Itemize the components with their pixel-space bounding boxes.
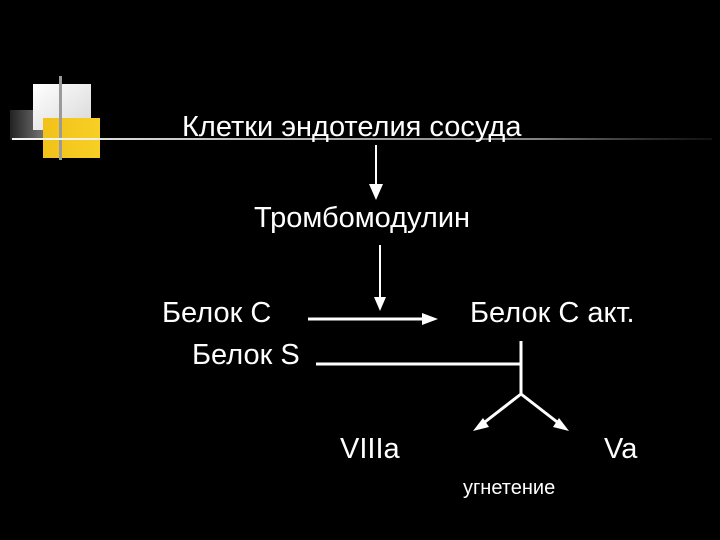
arrow-down-1 [369, 145, 383, 200]
endothelium-label: Клетки эндотелия сосуда [182, 111, 522, 143]
factor-va-label: Va [604, 433, 638, 465]
protein-s-label: Белок S [192, 339, 300, 371]
arrow-protein-c-activation [308, 313, 438, 325]
protein-c-label: Белок C [162, 297, 272, 329]
factor-viiia-label: VIIIa [340, 433, 400, 465]
inhibition-label: угнетение [463, 477, 556, 499]
logo-vertical-bar [59, 76, 62, 160]
header-line [12, 138, 712, 140]
arrow-down-2 [374, 245, 386, 311]
thrombomodulin-label: Тромбомодулин [254, 202, 471, 234]
protein-c-active-label: Белок C акт. [470, 297, 635, 329]
arrow-to-va [520, 392, 569, 431]
arrow-to-viiia [473, 392, 522, 431]
decorative-logo [10, 76, 100, 160]
